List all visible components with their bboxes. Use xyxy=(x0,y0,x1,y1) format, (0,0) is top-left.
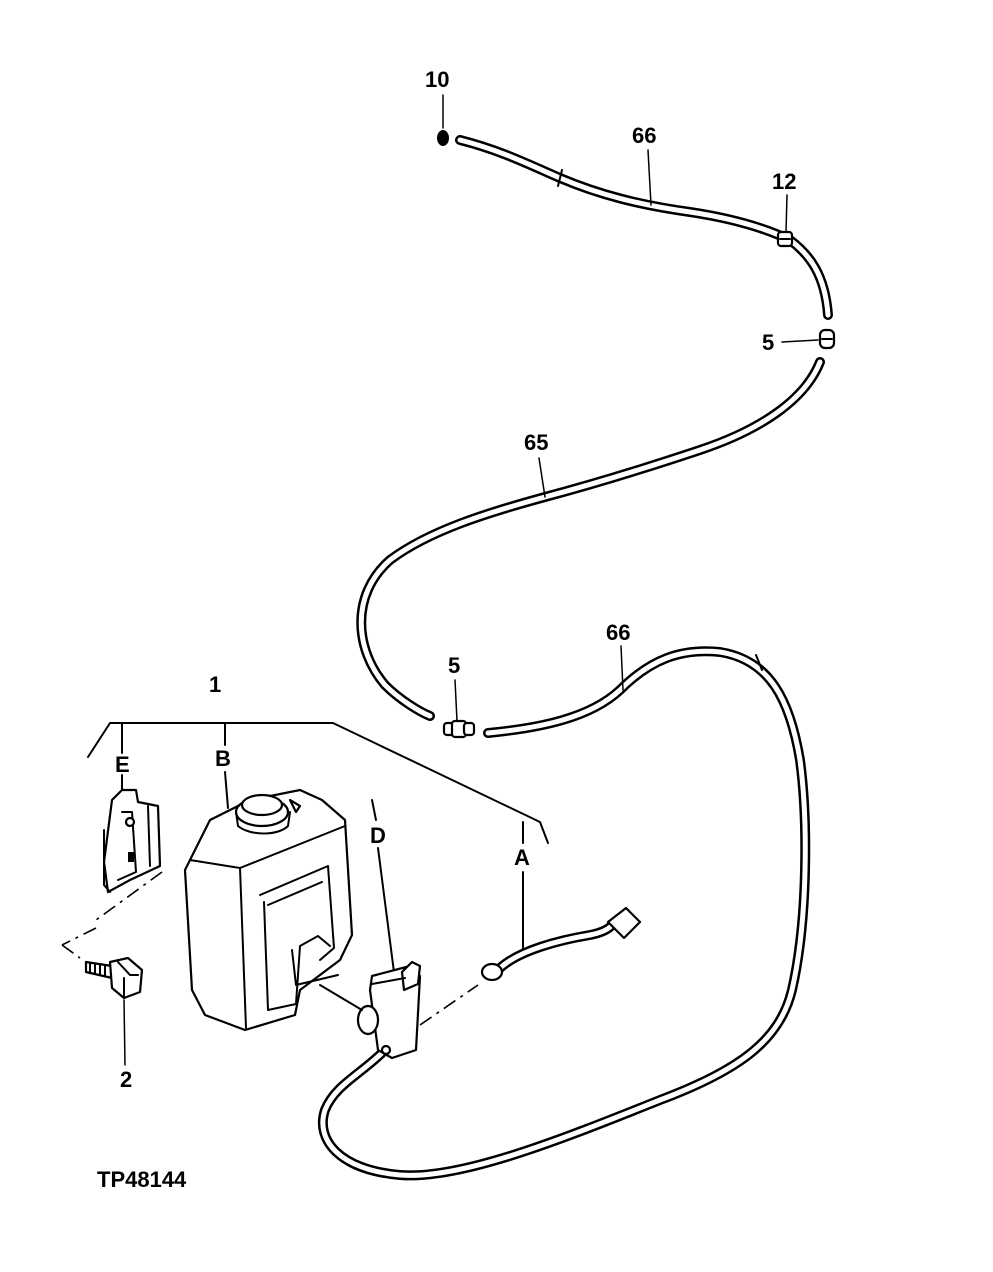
callout-10: 10 xyxy=(425,67,449,92)
callout-B: B xyxy=(215,746,231,771)
callout-65: 65 xyxy=(524,430,548,455)
figure-id: TP48144 xyxy=(97,1167,187,1192)
washer-pump xyxy=(319,960,422,1060)
hose-66-long xyxy=(317,646,811,1181)
callout-D: D xyxy=(370,823,386,848)
mounting-bracket xyxy=(102,788,162,894)
callout-66-mid: 66 xyxy=(606,620,630,645)
callout-1: 1 xyxy=(209,672,221,697)
callout-E: E xyxy=(115,752,130,777)
check-valve-5-top xyxy=(818,328,836,350)
check-valve-5-mid xyxy=(442,719,476,739)
callout-A: A xyxy=(514,845,530,870)
callout-5-mid: 5 xyxy=(448,653,460,678)
nozzle-10 xyxy=(437,130,449,146)
callout-2: 2 xyxy=(120,1067,132,1092)
pump-wiring-harness xyxy=(480,906,642,982)
alignment-lines xyxy=(61,871,479,1026)
hose-65 xyxy=(356,357,825,721)
callout-5-top: 5 xyxy=(762,330,774,355)
callout-12: 12 xyxy=(772,169,796,194)
callout-66-top: 66 xyxy=(632,123,656,148)
leader-lines xyxy=(123,94,819,1066)
hose-66-top xyxy=(455,135,833,320)
cap-screw-2 xyxy=(84,956,144,1000)
washer-reservoir xyxy=(183,788,354,1032)
assembly-1-bracket xyxy=(87,722,549,981)
connector-12 xyxy=(776,230,794,248)
